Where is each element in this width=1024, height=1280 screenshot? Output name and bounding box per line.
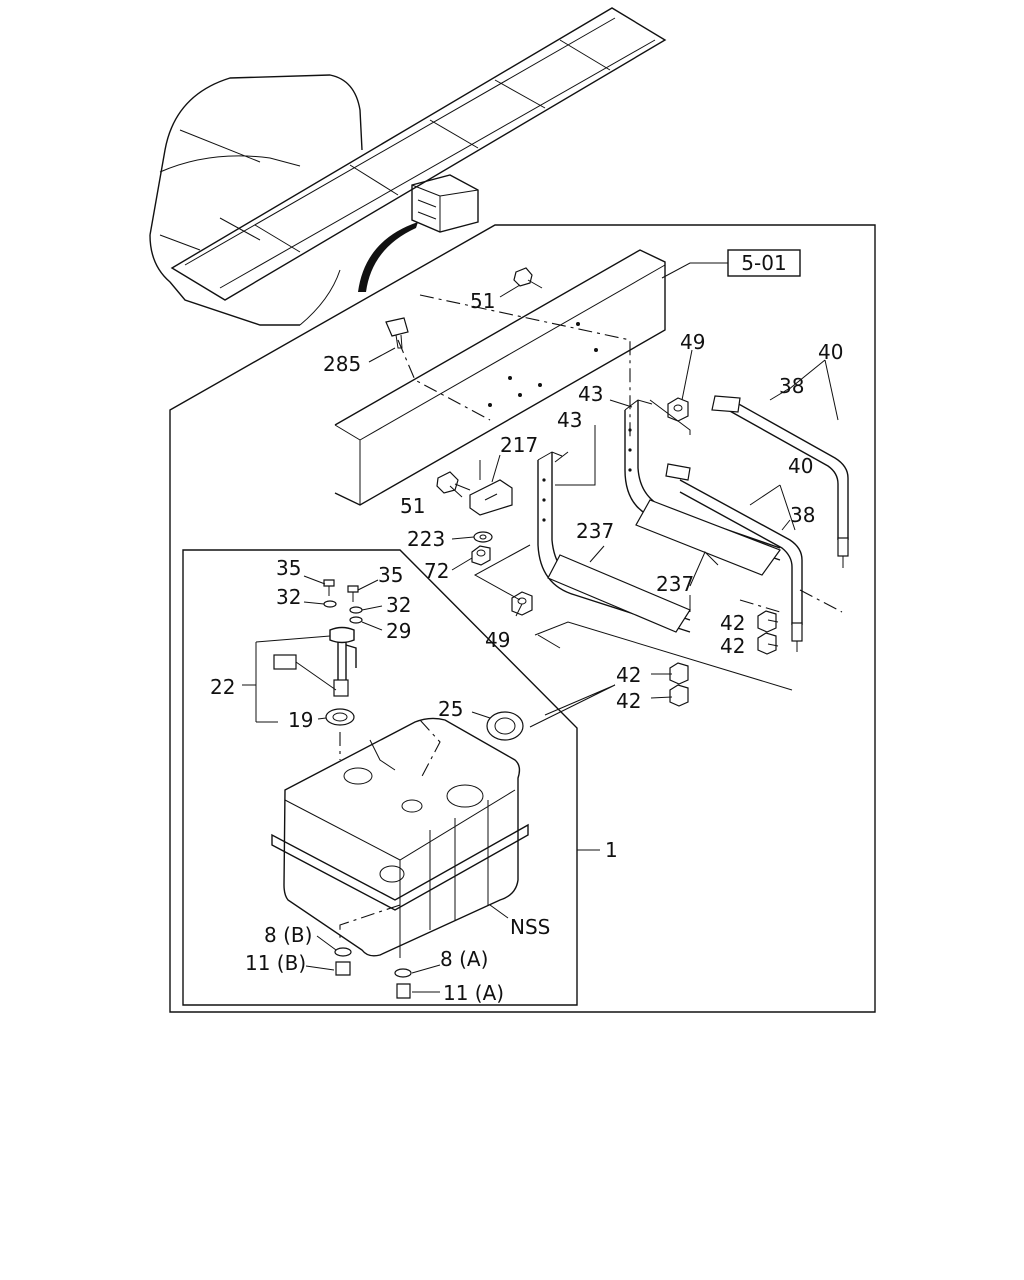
strap-38-rear: [711, 395, 849, 568]
callout-labels: 51 285 49 40 38 43 43 217 40 38 51 223 2…: [210, 289, 843, 1005]
truck-chassis-overview: [149, 7, 667, 326]
nut-42-c: [669, 662, 689, 685]
callout-237-front: 237: [576, 519, 614, 543]
callout-237-rear: 237: [656, 572, 694, 596]
callout-38-lower: 38: [790, 503, 815, 527]
fuel-sender-unit: [255, 626, 357, 723]
leader-lines: [242, 284, 839, 993]
callout-42-c: 42: [616, 663, 641, 687]
drain-plug-b: [334, 947, 352, 976]
callout-217: 217: [500, 433, 538, 457]
nut-72: [471, 545, 491, 566]
nut-42-d: [669, 684, 689, 707]
callout-43-front: 43: [557, 408, 582, 432]
nut-42-b: [757, 632, 777, 655]
callout-40-lower: 40: [788, 454, 813, 478]
callout-25: 25: [438, 697, 463, 721]
drain-plug-a: [394, 968, 412, 999]
callout-11b: 11 (B): [245, 951, 306, 975]
screw-35-left: [323, 579, 335, 596]
callout-51-upper: 51: [470, 289, 495, 313]
strap-38-front: [665, 463, 803, 652]
callout-51-lower: 51: [400, 494, 425, 518]
callout-72: 72: [424, 559, 449, 583]
callout-1: 1: [605, 838, 618, 862]
cushion-237-rear: [635, 499, 781, 576]
reference-box-label: 5-01: [741, 251, 786, 275]
assembly-lines: [473, 399, 843, 691]
callout-42-d: 42: [616, 689, 641, 713]
bolt-285: [385, 317, 409, 349]
callout-11a: 11 (A): [443, 981, 504, 1005]
callout-35-right: 35: [378, 563, 403, 587]
callout-42-b: 42: [720, 634, 745, 658]
callout-35-left: 35: [276, 556, 301, 580]
callout-49-lower: 49: [485, 628, 510, 652]
gasket-25: [486, 711, 524, 741]
nut-49-lower: [511, 591, 533, 616]
washers-32-29: [323, 600, 363, 624]
reference-box: 5-01: [661, 249, 801, 279]
callout-38-upper: 38: [779, 374, 804, 398]
washer-223: [473, 531, 493, 543]
callout-32-left: 32: [276, 585, 301, 609]
callout-22: 22: [210, 675, 235, 699]
bolt-51-upper: [513, 267, 543, 289]
main-frame-border: [169, 224, 876, 1013]
callout-29: 29: [386, 619, 411, 643]
screw-35-right: [347, 585, 359, 602]
callout-nss: NSS: [510, 915, 550, 939]
cushion-237-front: [547, 554, 691, 633]
callout-42-a: 42: [720, 611, 745, 635]
callout-19: 19: [288, 708, 313, 732]
gasket-19: [325, 708, 355, 726]
callout-49-upper: 49: [680, 330, 705, 354]
callout-8a: 8 (A): [440, 947, 488, 971]
callout-40-upper: 40: [818, 340, 843, 364]
callout-43-rear: 43: [578, 382, 603, 406]
nut-49-upper: [667, 397, 689, 422]
nut-42-a: [757, 610, 777, 633]
tank-assembly-box: [182, 549, 578, 1006]
bracket-217: [469, 460, 513, 516]
callout-8b: 8 (B): [264, 923, 312, 947]
callout-223: 223: [407, 527, 445, 551]
fuel-tank-1: [271, 684, 616, 958]
callout-32-right: 32: [386, 593, 411, 617]
callout-285: 285: [323, 352, 361, 376]
